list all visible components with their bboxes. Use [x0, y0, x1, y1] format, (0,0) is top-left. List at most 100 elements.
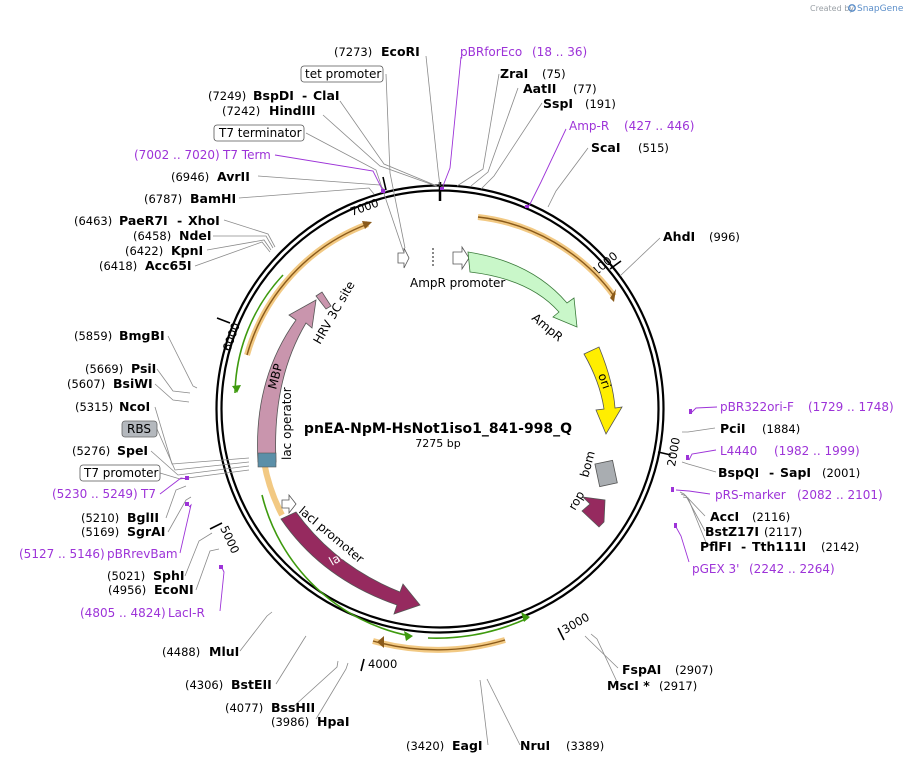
site-hpai[interactable]: HpaI: [317, 714, 350, 729]
site-acc65i-pos: (6418): [99, 259, 137, 273]
primer-t7term-range: (7002 .. 7020): [134, 148, 220, 162]
site-bmgbi[interactable]: BmgBI: [119, 328, 165, 343]
site-acci[interactable]: AccI: [710, 509, 739, 524]
site-ahdi-pos: (996): [709, 230, 740, 244]
site-fspai[interactable]: FspAI: [622, 662, 661, 677]
site-avrii[interactable]: AvrII: [217, 169, 250, 184]
primer-lines: [159, 56, 718, 612]
primer-pbrforeco[interactable]: pBRforEco: [460, 45, 522, 59]
t7-promoter-label: T7 promoter: [83, 466, 159, 480]
snapgene-logo-icon: [848, 4, 856, 12]
site-kpni[interactable]: KpnI: [171, 243, 203, 258]
hrv-3c-label: HRV 3C site: [310, 279, 357, 347]
rop-arrow: [581, 496, 606, 528]
site-sphi[interactable]: SphI: [153, 568, 185, 583]
lac-operator-label: lac operator: [280, 387, 294, 460]
site-bspdi-sep: -: [302, 88, 307, 103]
site-bamhi-pos: (6787): [144, 192, 182, 206]
site-scai[interactable]: ScaI: [591, 140, 621, 155]
site-hindiii-pos: (7242): [222, 104, 260, 118]
primer-pbr322ori[interactable]: pBR322ori-F: [720, 400, 794, 414]
primer-prsmarker[interactable]: pRS-marker: [715, 488, 786, 502]
site-sphi-pos: (5021): [107, 569, 145, 583]
site-bspqi-sep: -: [769, 465, 774, 480]
site-bstz17i-pos: (2117): [764, 525, 802, 539]
site-xhoi[interactable]: XhoI: [188, 213, 220, 228]
site-spei[interactable]: SpeI: [117, 443, 148, 458]
site-bglii[interactable]: BglII: [127, 510, 159, 525]
tick-label-6000: 6000: [220, 321, 243, 353]
site-eagi[interactable]: EagI: [452, 738, 483, 753]
primer-t7-range: (5230 .. 5249): [52, 487, 138, 501]
site-pcii-pos: (1884): [762, 422, 800, 436]
site-msci-pos: (2917): [659, 679, 697, 693]
site-clai[interactable]: ClaI: [313, 88, 340, 103]
site-bmgbi-pos: (5859): [74, 329, 112, 343]
site-ncoi[interactable]: NcoI: [119, 399, 150, 414]
ampr-gene-arrow: [467, 251, 578, 328]
primer-t7[interactable]: T7: [140, 487, 156, 501]
t7-terminator-box: [213, 124, 305, 142]
site-paer7i[interactable]: PaeR7I: [119, 213, 168, 228]
ori-arrow: [583, 346, 623, 435]
primer-pgex3[interactable]: pGEX 3': [692, 562, 739, 576]
site-ahdi[interactable]: AhdI: [663, 229, 695, 244]
site-tth111i[interactable]: Tth111I: [752, 539, 806, 554]
tick-label-7000: 7000: [348, 196, 380, 219]
rbs-label: RBS: [127, 422, 151, 436]
site-bsshii[interactable]: BssHII: [271, 700, 315, 715]
ampr-promoter-label: AmpR promoter: [410, 276, 505, 290]
site-acc65i[interactable]: Acc65I: [145, 258, 192, 273]
mbp-label: MBP: [265, 362, 285, 391]
site-zrai[interactable]: ZraI: [500, 66, 528, 81]
site-hindiii[interactable]: HindIII: [269, 103, 316, 118]
site-bspdi[interactable]: BspDI: [253, 88, 294, 103]
tet-promoter-box: [300, 65, 384, 83]
tet-promoter-label: tet promoter: [305, 67, 381, 81]
site-paer7i-sep: -: [177, 213, 182, 228]
bom-label: bom: [577, 449, 597, 478]
primer-ampr[interactable]: Amp-R: [569, 119, 609, 133]
laci-promoter-arrow: [281, 493, 297, 515]
primer-t7term[interactable]: T7 Term: [222, 148, 271, 162]
primer-pbrforeco-range: (18 .. 36): [532, 45, 587, 59]
site-bspqi[interactable]: BspQI: [718, 465, 759, 480]
site-bamhi[interactable]: BamHI: [190, 191, 236, 206]
primer-pbr322ori-range: (1729 .. 1748): [808, 400, 894, 414]
site-bsiwi[interactable]: BsiWI: [113, 376, 153, 391]
hrv-3c-site-arrow: [315, 291, 332, 310]
site-sapi[interactable]: SapI: [780, 465, 811, 480]
primer-l4440[interactable]: L4440: [720, 444, 757, 458]
primer-ampr-range: (427 .. 446): [624, 119, 694, 133]
site-nrui[interactable]: NruI: [520, 738, 550, 753]
site-mlui[interactable]: MluI: [209, 644, 239, 659]
scale-ticks: [209, 176, 672, 672]
primer-lacir[interactable]: LacI-R: [168, 606, 205, 620]
tick-label-4000: 4000: [368, 657, 397, 671]
site-sspi[interactable]: SspI: [543, 96, 573, 111]
credit-brand[interactable]: SnapGene: [857, 4, 904, 14]
site-bsshii-pos: (4077): [225, 701, 263, 715]
site-nrui-pos: (3389): [566, 739, 604, 753]
site-avrii-pos: (6946): [171, 170, 209, 184]
site-pflfi[interactable]: PflFI: [700, 539, 732, 554]
site-ecori[interactable]: EcoRI: [381, 44, 420, 59]
site-aatii[interactable]: AatII: [523, 81, 556, 96]
tick-label-2000: 2000: [664, 436, 683, 467]
primer-prsmarker-range: (2082 .. 2101): [797, 488, 883, 502]
site-acci-pos: (2116): [752, 510, 790, 524]
primer-pbrrevbam[interactable]: pBRrevBam: [107, 547, 178, 561]
site-kpni-pos: (6422): [125, 244, 163, 258]
primer-markers: [185, 187, 692, 569]
site-sgrai[interactable]: SgrAI: [127, 524, 165, 539]
site-econi[interactable]: EcoNI: [154, 582, 194, 597]
plasmid-length: 7275 bp: [415, 437, 460, 450]
site-psii[interactable]: PsiI: [131, 361, 156, 376]
site-bstz17i[interactable]: BstZ17I: [705, 524, 759, 539]
site-pcii[interactable]: PciI: [720, 421, 746, 436]
site-ndei[interactable]: NdeI: [179, 228, 212, 243]
site-msci[interactable]: MscI *: [607, 678, 650, 693]
site-sspi-pos: (191): [585, 97, 616, 111]
site-bsteii[interactable]: BstEII: [231, 677, 272, 692]
